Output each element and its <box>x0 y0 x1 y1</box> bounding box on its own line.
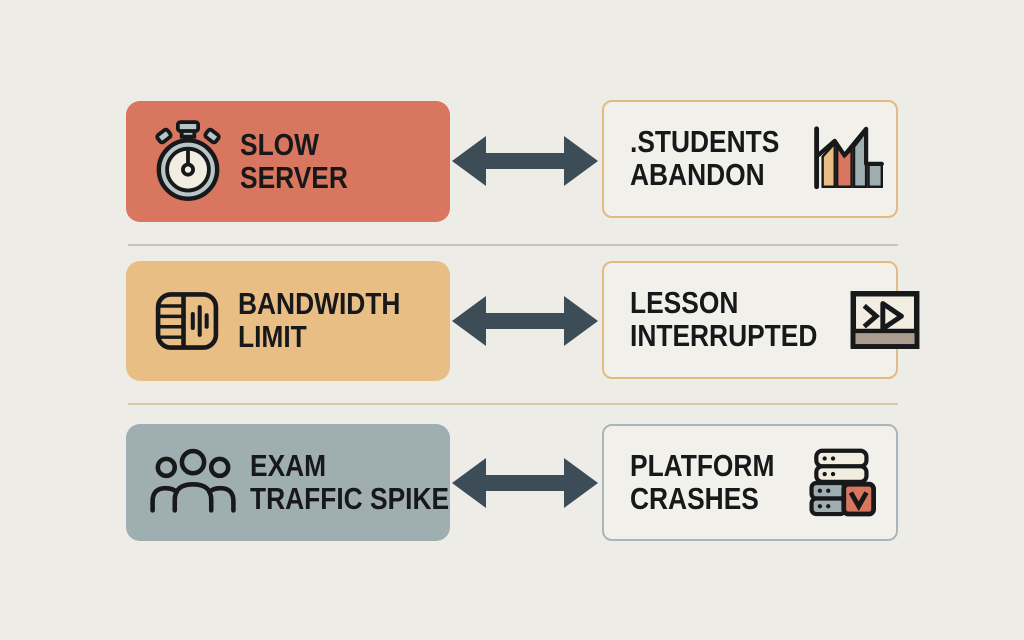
effect-label-line2: ABANDON <box>630 157 765 192</box>
effect-label-line1: LESSON <box>630 285 739 321</box>
effect-box-lesson-interrupted: LESSON INTERRUPTED <box>602 261 920 379</box>
declining-chart-icon <box>806 124 890 194</box>
cause-box-exam-traffic-spike: EXAM TRAFFIC SPIKE <box>126 424 450 541</box>
double-arrow-icon <box>452 133 598 189</box>
cause-label-line1: SLOW <box>240 126 320 162</box>
video-player-icon <box>850 290 920 350</box>
cause-label-line2: LIMIT <box>238 319 307 354</box>
cause-box-bandwidth-limit: BANDWIDTH LIMIT <box>126 261 450 381</box>
cause-label-line2: SERVER <box>240 159 348 195</box>
effect-label-line2: CRASHES <box>630 480 759 516</box>
people-group-icon <box>150 445 236 521</box>
effect-box-students-abandon: .STUDENTS ABANDON <box>602 100 898 218</box>
cause-box-slow-server: SLOW SERVER <box>126 101 450 222</box>
double-arrow-icon <box>452 455 598 511</box>
stopwatch-icon <box>150 119 226 204</box>
effect-label-line1: PLATFORM <box>630 447 775 483</box>
double-arrow-icon <box>452 293 598 349</box>
row-divider <box>128 403 898 405</box>
cause-label-line1: BANDWIDTH <box>238 286 401 322</box>
cause-label-line2: TRAFFIC SPIKE <box>250 480 450 516</box>
effect-box-platform-crashes: PLATFORM CRASHES <box>602 424 898 541</box>
cause-label-line1: EXAM <box>250 447 327 483</box>
effect-label-line2: INTERRUPTED <box>630 318 818 353</box>
row-divider <box>128 244 898 246</box>
effect-label-line1: .STUDENTS <box>630 124 780 160</box>
bandwidth-icon <box>150 284 224 358</box>
server-crash-icon <box>802 447 876 519</box>
